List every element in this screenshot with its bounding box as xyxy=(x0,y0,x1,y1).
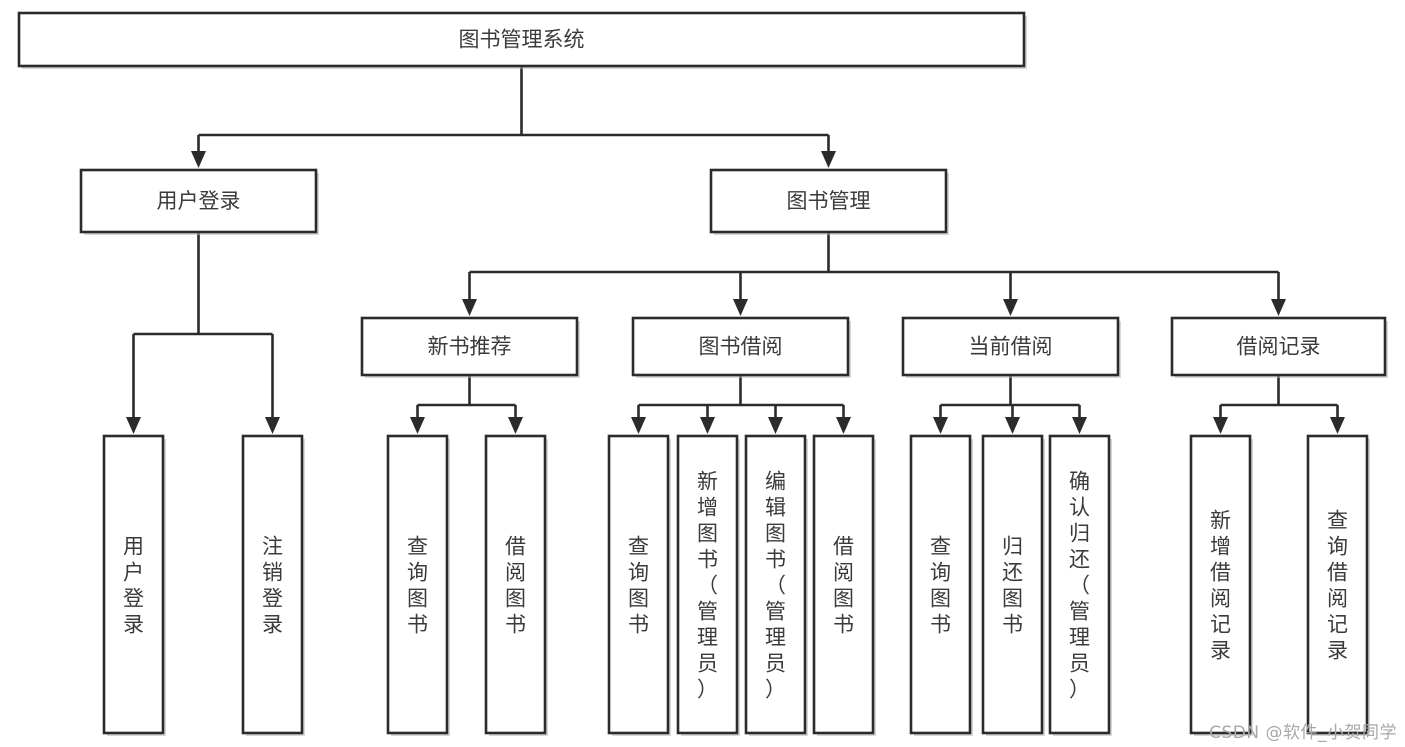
arrow-head-icon xyxy=(1213,417,1228,434)
node-rect[interactable] xyxy=(909,434,972,735)
node-label: 当前借阅 xyxy=(969,335,1053,359)
node-lf-13[interactable]: 查询借阅记录 xyxy=(1306,434,1370,736)
node-rect[interactable] xyxy=(386,434,449,735)
node-lf-4[interactable]: 借阅图书 xyxy=(484,434,548,736)
node-rect[interactable] xyxy=(676,434,739,735)
node-label: 借阅图书 xyxy=(833,535,854,637)
node-l3-1[interactable]: 新书推荐 xyxy=(360,316,580,378)
connector-layer xyxy=(126,66,1345,434)
arrow-head-icon xyxy=(410,417,425,434)
node-lf-6[interactable]: 新增图书（管理员） xyxy=(676,434,740,736)
node-lf-8[interactable]: 借阅图书 xyxy=(812,434,876,736)
node-rect[interactable] xyxy=(79,168,318,234)
arrow-head-icon xyxy=(933,417,948,434)
node-label: 查询借阅记录 xyxy=(1327,509,1348,663)
node-root[interactable]: 图书管理系统 xyxy=(17,11,1027,69)
node-rect[interactable] xyxy=(607,434,670,735)
node-label: 图书管理系统 xyxy=(459,28,585,52)
arrow-head-icon xyxy=(126,417,141,434)
node-label: 注销登录 xyxy=(262,535,283,637)
node-lf-1[interactable]: 用户登录 xyxy=(102,434,166,736)
node-layer: 图书管理系统用户登录图书管理新书推荐图书借阅当前借阅借阅记录用户登录注销登录查询… xyxy=(17,11,1388,736)
node-label: 查询图书 xyxy=(930,535,951,637)
node-rect[interactable] xyxy=(360,316,579,377)
node-rect[interactable] xyxy=(631,316,850,377)
node-lf-12[interactable]: 新增借阅记录 xyxy=(1189,434,1253,736)
arrow-head-icon xyxy=(508,417,523,434)
node-lf-10[interactable]: 归还图书 xyxy=(981,434,1045,736)
node-rect[interactable] xyxy=(744,434,807,735)
node-lf-2[interactable]: 注销登录 xyxy=(241,434,305,736)
arrow-head-icon xyxy=(821,151,836,168)
node-label: 新增图书（管理员） xyxy=(697,470,718,702)
node-label: 归还图书 xyxy=(1002,535,1023,637)
node-lf-9[interactable]: 查询图书 xyxy=(909,434,973,736)
node-rect[interactable] xyxy=(1170,316,1387,377)
node-label: 图书管理 xyxy=(787,189,871,213)
node-label: 用户登录 xyxy=(123,535,144,637)
node-lf-11[interactable]: 确认归还（管理员） xyxy=(1048,434,1112,736)
node-rect[interactable] xyxy=(1189,434,1252,735)
arrow-head-icon xyxy=(462,299,477,316)
arrow-head-icon xyxy=(265,417,280,434)
node-rect[interactable] xyxy=(709,168,948,234)
node-label: 图书借阅 xyxy=(699,335,783,359)
node-label: 编辑图书（管理员） xyxy=(765,470,786,702)
node-l3-3[interactable]: 当前借阅 xyxy=(901,316,1121,378)
node-lf-3[interactable]: 查询图书 xyxy=(386,434,450,736)
node-rect[interactable] xyxy=(241,434,304,735)
node-label: 查询图书 xyxy=(628,535,649,637)
arrow-head-icon xyxy=(1330,417,1345,434)
node-label: 借阅图书 xyxy=(505,535,526,637)
node-label: 用户登录 xyxy=(157,189,241,213)
arrow-head-icon xyxy=(191,151,206,168)
node-l2-1[interactable]: 用户登录 xyxy=(79,168,319,235)
node-rect[interactable] xyxy=(901,316,1120,377)
node-label: 确认归还（管理员） xyxy=(1069,470,1090,702)
arrow-head-icon xyxy=(1271,299,1286,316)
arrow-head-icon xyxy=(836,417,851,434)
node-label: 查询图书 xyxy=(407,535,428,637)
node-rect[interactable] xyxy=(484,434,547,735)
node-label: 借阅记录 xyxy=(1237,335,1321,359)
arrow-head-icon xyxy=(631,417,646,434)
node-l3-2[interactable]: 图书借阅 xyxy=(631,316,851,378)
arrow-head-icon xyxy=(700,417,715,434)
node-l3-4[interactable]: 借阅记录 xyxy=(1170,316,1388,378)
node-rect[interactable] xyxy=(102,434,165,735)
node-rect[interactable] xyxy=(981,434,1044,735)
arrow-head-icon xyxy=(1072,417,1087,434)
arrow-head-icon xyxy=(1003,299,1018,316)
node-label: 新增借阅记录 xyxy=(1210,509,1231,663)
arrow-head-icon xyxy=(733,299,748,316)
arrow-head-icon xyxy=(1005,417,1020,434)
arrow-head-icon xyxy=(768,417,783,434)
node-l2-2[interactable]: 图书管理 xyxy=(709,168,949,235)
node-rect[interactable] xyxy=(17,11,1026,68)
node-lf-5[interactable]: 查询图书 xyxy=(607,434,671,736)
node-label: 新书推荐 xyxy=(428,335,512,359)
node-rect[interactable] xyxy=(1306,434,1369,735)
node-rect[interactable] xyxy=(812,434,875,735)
node-rect[interactable] xyxy=(1048,434,1111,735)
node-lf-7[interactable]: 编辑图书（管理员） xyxy=(744,434,808,736)
